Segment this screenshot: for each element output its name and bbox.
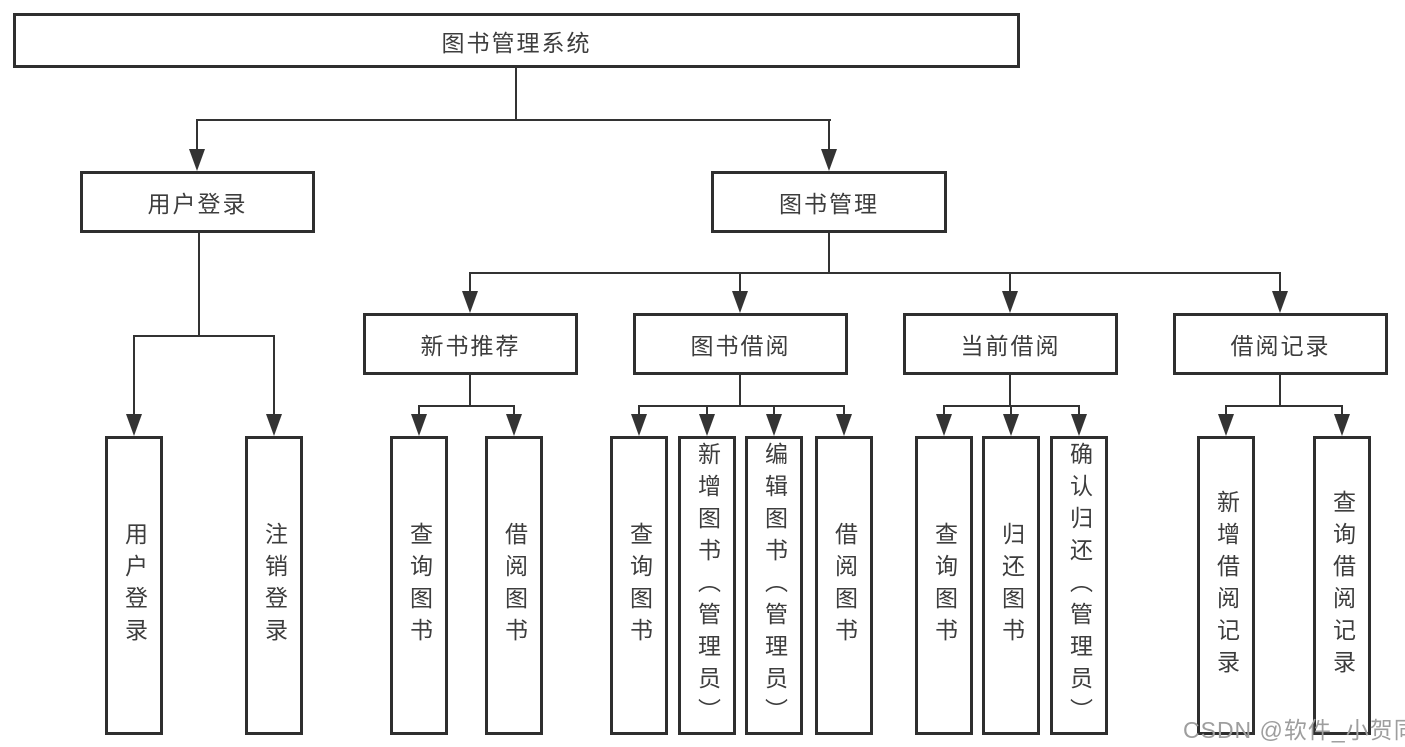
- node-new-book-recommend: 新书推荐: [363, 313, 578, 375]
- connector-vline: [1279, 272, 1281, 293]
- leaf-current-query-books: 查询图书: [915, 436, 973, 735]
- arrow-down-icon: [1218, 414, 1234, 436]
- leaf-current-return-books: 归还图书: [982, 436, 1040, 735]
- watermark: CSDN @软件_小贺同学: [1183, 717, 1405, 743]
- arrow-down-icon: [1071, 414, 1087, 436]
- arrow-down-icon: [189, 149, 205, 171]
- arrow-down-icon: [1334, 414, 1350, 436]
- leaf-borrowing-query-books-label: 查询图书: [626, 521, 653, 650]
- node-current-borrowing-label: 当前借阅: [960, 333, 1061, 359]
- arrow-down-icon: [836, 414, 852, 436]
- connector-vline: [513, 405, 515, 416]
- arrow-down-icon: [766, 414, 782, 436]
- arrow-down-icon: [1003, 414, 1019, 436]
- connector-vline: [1341, 405, 1343, 416]
- leaf-borrowing-edit-books-admin: 编辑图书（管理员）: [745, 436, 803, 735]
- connector-vline: [198, 233, 200, 336]
- node-borrowing-records-label: 借阅记录: [1230, 333, 1331, 359]
- node-new-book-recommend-label: 新书推荐: [420, 333, 521, 359]
- arrow-down-icon: [1002, 291, 1018, 313]
- connector-vline: [1225, 405, 1227, 416]
- leaf-records-query-record-label: 查询借阅记录: [1329, 489, 1356, 682]
- connector-vline: [1078, 405, 1080, 416]
- connector-hline: [469, 272, 1281, 274]
- leaf-borrowing-add-books-admin-label: 新增图书（管理员）: [694, 441, 721, 730]
- arrow-down-icon: [821, 149, 837, 171]
- leaf-recommend-query-books-label: 查询图书: [406, 521, 433, 650]
- connector-vline: [828, 233, 830, 274]
- node-current-borrowing: 当前借阅: [903, 313, 1118, 375]
- connector-vline: [706, 405, 708, 416]
- node-book-management: 图书管理: [711, 171, 947, 233]
- arrow-down-icon: [936, 414, 952, 436]
- connector-vline: [133, 335, 135, 416]
- arrow-down-icon: [462, 291, 478, 313]
- leaf-recommend-borrow-books: 借阅图书: [485, 436, 543, 735]
- arrow-down-icon: [411, 414, 427, 436]
- arrow-down-icon: [1272, 291, 1288, 313]
- connector-vline: [273, 335, 275, 416]
- arrow-down-icon: [732, 291, 748, 313]
- connector-vline: [1009, 272, 1011, 293]
- node-book-borrowing-label: 图书借阅: [690, 333, 791, 359]
- leaf-records-add-record: 新增借阅记录: [1197, 436, 1255, 735]
- connector-vline: [1009, 375, 1011, 406]
- arrow-down-icon: [126, 414, 142, 436]
- leaf-user-login: 用户登录: [105, 436, 163, 735]
- connector-vline: [828, 119, 830, 151]
- node-book-borrowing: 图书借阅: [633, 313, 848, 375]
- node-user-login: 用户登录: [80, 171, 315, 233]
- leaf-records-query-record: 查询借阅记录: [1313, 436, 1371, 735]
- connector-vline: [943, 405, 945, 416]
- leaf-borrowing-edit-books-admin-label: 编辑图书（管理员）: [761, 441, 788, 730]
- leaf-recommend-borrow-books-label: 借阅图书: [501, 521, 528, 650]
- leaf-logout: 注销登录: [245, 436, 303, 735]
- connector-hline: [196, 119, 831, 121]
- connector-hline: [418, 405, 515, 407]
- connector-vline: [418, 405, 420, 416]
- leaf-records-add-record-label: 新增借阅记录: [1213, 489, 1240, 682]
- leaf-borrowing-query-books: 查询图书: [610, 436, 668, 735]
- connector-hline: [1225, 405, 1343, 407]
- leaf-current-query-books-label: 查询图书: [931, 521, 958, 650]
- arrow-down-icon: [631, 414, 647, 436]
- connector-vline: [469, 375, 471, 406]
- arrow-down-icon: [266, 414, 282, 436]
- arrow-down-icon: [506, 414, 522, 436]
- connector-vline: [739, 375, 741, 406]
- leaf-current-confirm-return-admin-label: 确认归还（管理员）: [1066, 441, 1093, 730]
- connector-hline: [133, 335, 275, 337]
- connector-vline: [739, 272, 741, 293]
- connector-vline: [196, 119, 198, 151]
- connector-vline: [1010, 405, 1012, 416]
- node-borrowing-records: 借阅记录: [1173, 313, 1388, 375]
- connector-vline: [515, 68, 517, 120]
- leaf-current-return-books-label: 归还图书: [998, 521, 1025, 650]
- leaf-borrowing-borrow-books: 借阅图书: [815, 436, 873, 735]
- leaf-borrowing-add-books-admin: 新增图书（管理员）: [678, 436, 736, 735]
- leaf-current-confirm-return-admin: 确认归还（管理员）: [1050, 436, 1108, 735]
- connector-vline: [469, 272, 471, 293]
- leaf-user-login-label: 用户登录: [121, 521, 148, 650]
- leaf-logout-label: 注销登录: [261, 521, 288, 650]
- leaf-borrowing-borrow-books-label: 借阅图书: [831, 521, 858, 650]
- connector-hline: [638, 405, 845, 407]
- connector-vline: [843, 405, 845, 416]
- connector-vline: [638, 405, 640, 416]
- connector-vline: [773, 405, 775, 416]
- connector-vline: [1279, 375, 1281, 406]
- arrow-down-icon: [699, 414, 715, 436]
- node-book-management-label: 图书管理: [779, 191, 879, 217]
- node-library-system-label: 图书管理系统: [441, 29, 592, 56]
- node-library-system: 图书管理系统: [13, 13, 1020, 68]
- node-user-login-label: 用户登录: [147, 191, 248, 217]
- leaf-recommend-query-books: 查询图书: [390, 436, 448, 735]
